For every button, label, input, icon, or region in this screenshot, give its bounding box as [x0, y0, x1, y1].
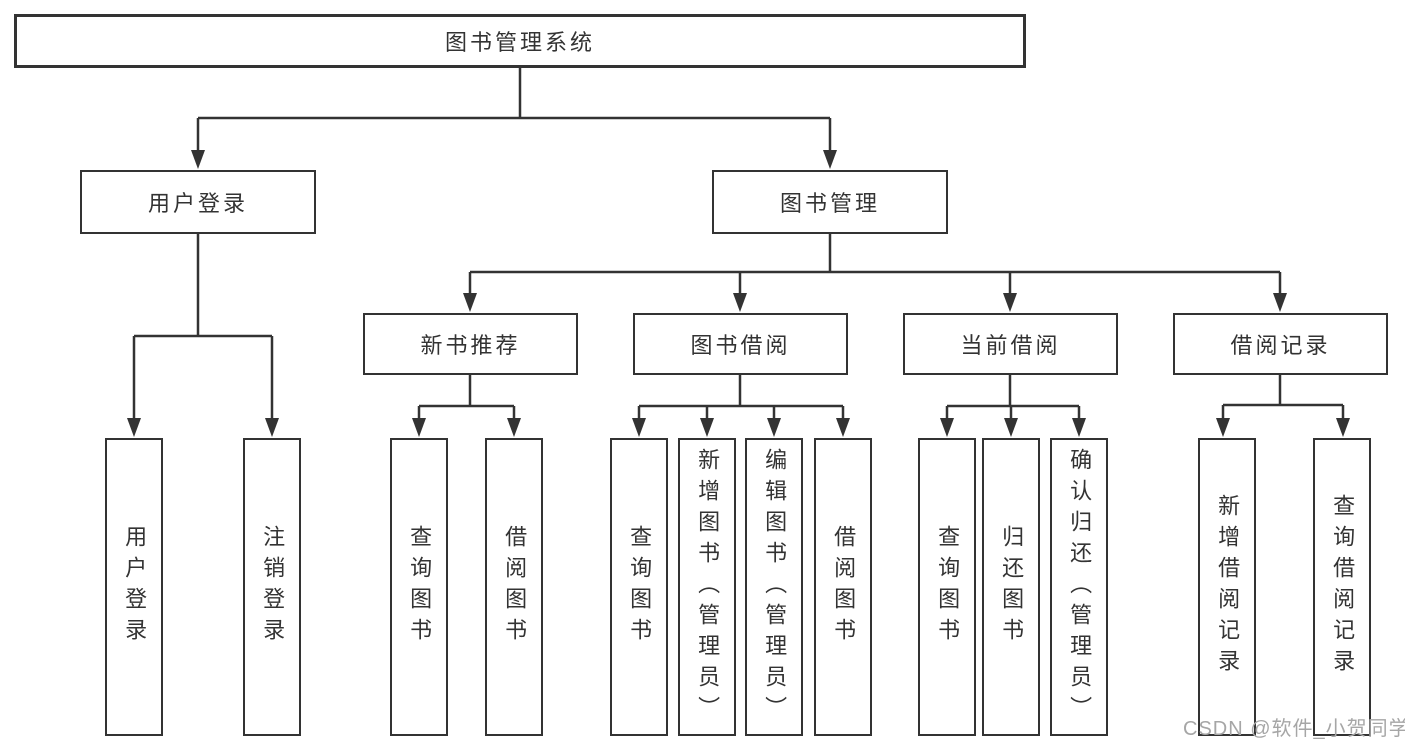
- node-label: 新书推荐: [420, 333, 521, 358]
- node-edit-book-admin: 编辑图书（管理员）: [745, 438, 803, 736]
- node-book-borrow: 图书借阅: [633, 313, 848, 375]
- node-label: 图书管理: [779, 191, 880, 216]
- watermark: CSDN @软件_小贺同学: [1183, 718, 1405, 740]
- node-label: 新增图书（管理员）: [695, 447, 721, 727]
- node-label: 查询图书: [407, 525, 433, 649]
- node-borrow-records: 借阅记录: [1173, 313, 1388, 375]
- node-label: 编辑图书（管理员）: [762, 447, 788, 727]
- node-add-borrow-record: 新增借阅记录: [1198, 438, 1256, 736]
- node-label: 图书借阅: [690, 333, 791, 358]
- node-borrow-books-leaf: 借阅图书: [814, 438, 872, 736]
- node-logout-leaf: 注销登录: [243, 438, 301, 736]
- node-confirm-return-admin: 确认归还（管理员）: [1050, 438, 1108, 736]
- node-label: 新增借阅记录: [1215, 494, 1241, 680]
- node-label: 注销登录: [260, 525, 286, 649]
- node-query-books-borrow: 查询图书: [610, 438, 668, 736]
- node-query-borrow-record: 查询借阅记录: [1313, 438, 1371, 736]
- node-library-system: 图书管理系统: [14, 14, 1026, 68]
- node-query-books-current: 查询图书: [918, 438, 976, 736]
- node-label: 查询借阅记录: [1330, 494, 1356, 680]
- node-label: 借阅记录: [1230, 333, 1331, 358]
- node-return-book: 归还图书: [982, 438, 1040, 736]
- node-borrow-books-recommend: 借阅图书: [485, 438, 543, 736]
- node-book-management: 图书管理: [712, 170, 948, 234]
- node-label: 借阅图书: [831, 525, 857, 649]
- node-new-book-recommend: 新书推荐: [363, 313, 578, 375]
- node-label: 借阅图书: [502, 525, 528, 649]
- node-user-login: 用户登录: [80, 170, 316, 234]
- node-label: 用户登录: [122, 525, 148, 649]
- node-label: 查询图书: [935, 525, 961, 649]
- node-query-books-recommend: 查询图书: [390, 438, 448, 736]
- connector-lines: [132, 68, 1345, 421]
- node-label: 当前借阅: [960, 333, 1061, 358]
- node-label: 查询图书: [627, 525, 653, 649]
- node-current-borrow: 当前借阅: [903, 313, 1118, 375]
- node-label: 图书管理系统: [444, 30, 595, 55]
- node-label: 确认归还（管理员）: [1067, 447, 1093, 727]
- node-label: 归还图书: [999, 525, 1025, 649]
- node-user-login-leaf: 用户登录: [105, 438, 163, 736]
- node-label: 用户登录: [147, 191, 248, 216]
- arrowhead-icons: [127, 150, 1350, 437]
- node-add-book-admin: 新增图书（管理员）: [678, 438, 736, 736]
